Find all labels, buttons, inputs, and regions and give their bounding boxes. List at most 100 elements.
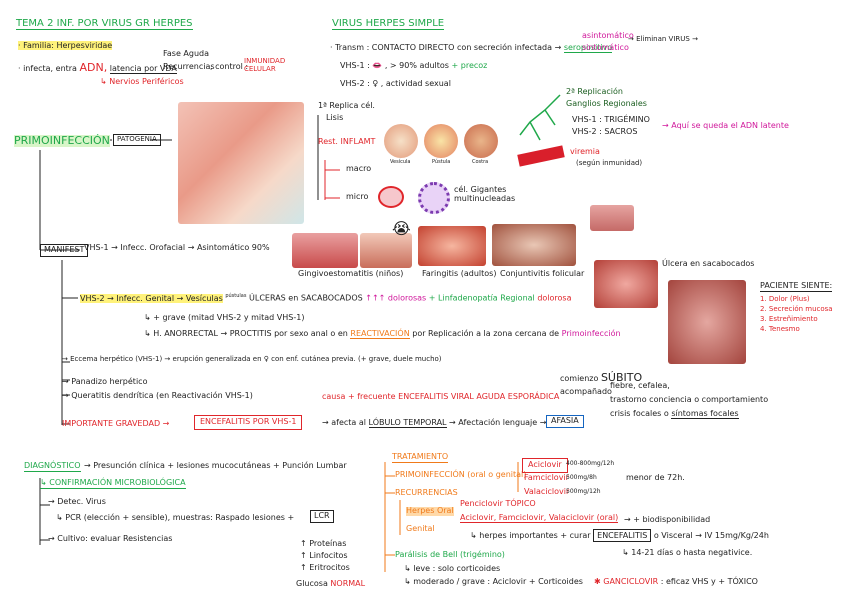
vesicula-label: Vesícula [390, 159, 411, 165]
trastorno-text: trastorno conciencia o comportamiento [610, 395, 769, 404]
asterisk-icon: ✱ [594, 577, 601, 586]
giant-cell-icon [418, 182, 450, 214]
herpes-importantes: ↳ herpes importantes + curar ENCEFALITIS… [470, 529, 769, 542]
glucosa-line: Glucosa NORMAL [296, 579, 366, 588]
aciclovir-dose: 400-800mg/12h [566, 460, 615, 467]
lcr-box: LCR [310, 510, 334, 523]
infecta-line: · infecta, entra ADN, latencia por VDA [18, 61, 177, 74]
anorrectal-line: ↳ H. ANORRECTAL → PROCTITIS por sexo ana… [144, 329, 621, 339]
costra-label: Costra [472, 159, 489, 165]
transmision-line: · Transm : CONTACTO DIRECTO con secreció… [330, 43, 613, 53]
viremia-sub: (según inmunidad) [576, 159, 643, 167]
vhs1-orofacial: VHS-1 → Infecc. Orofacial → Asintomático… [84, 243, 270, 252]
fase-aguda: Fase Aguda [163, 49, 210, 58]
pcr-line: ↳ PCR (elección + sensible), muestras: R… [56, 513, 295, 522]
aciclovir-box: Aciclovir [522, 458, 568, 473]
cel-gigantes: cél. Gigantes multinucleadas [454, 185, 516, 203]
famciclovir: Famciclovir [524, 473, 569, 482]
lips-icon: 👄 [372, 61, 383, 70]
detec-virus: → Detec. Virus [48, 497, 106, 506]
trat-primo: PRIMOINFECCIÓN (oral o genital) [395, 470, 527, 479]
replica-cel: 1ª Replica cél. [318, 101, 375, 110]
grave-text: ↳ + grave (mitad VHS-2 y mitad VHS-1) [144, 313, 305, 322]
panadizo: → Panadizo herpético [62, 377, 148, 386]
tratamiento-label: TRATAMIENTO [392, 452, 449, 463]
conjuntivitis-image [492, 224, 576, 266]
primoinfeccion-label: PRIMOINFECCIÓN [14, 134, 110, 148]
sintoma-4: 4. Tenesmo [760, 325, 800, 333]
vesicula-image [384, 124, 418, 158]
diagnostico-label: DIAGNÓSTICO [24, 461, 81, 472]
linfocitos: ↑ Linfocitos [300, 551, 348, 560]
viremia-text: viremia [570, 147, 600, 156]
famciclovir-dose: 500mg/8h [566, 474, 597, 481]
queratitis: → Queratitis dendrítica (en Reactivación… [62, 391, 253, 400]
eccema-line: → Eccema herpético (VHS-1) → erupción ge… [62, 355, 442, 363]
herpes-oral: Herpes Oral [406, 506, 454, 516]
ulcer-oral-image [594, 260, 658, 308]
uterus-icon: ♀ [372, 79, 379, 88]
importante-gravedad: IMPORTANTE GRAVEDAD → [62, 419, 170, 428]
eliminan-virus: → Eliminan VIRUS → [628, 35, 698, 43]
rest-inflam: Rest. INFLAMT [318, 137, 376, 146]
asintomatico: asintomático [582, 31, 634, 40]
biodisponibilidad: → + biodisponibilidad [624, 515, 711, 524]
acompanado-text: acompañado [560, 387, 612, 396]
lisis-text: Lisis [326, 113, 344, 122]
pustula-label: Pústula [432, 159, 451, 165]
vhs1-transm: VHS-1 : 👄 , > 90% adultos + precoz [340, 61, 488, 70]
afasia-box: AFASIA [546, 415, 584, 428]
gingivoestomatitis-image [292, 233, 358, 268]
paciente-siente: PACIENTE SIENTE: [760, 281, 833, 292]
segunda-replicacion: 2ª Replicación [566, 87, 623, 96]
person-icon: ♀ [263, 355, 269, 363]
cultivo-text: → Cultivo: evaluar Resistencias [48, 534, 173, 543]
vhs1-trigemino: VHS-1 : TRIGÉMINO [572, 115, 650, 124]
proteinas: ↑ Proteínas [300, 539, 347, 548]
sintoma-3: 3. Estreñimiento [760, 315, 818, 323]
acic-oral: Aciclovir, Famciclovir, Valaciclovir (or… [460, 513, 619, 523]
pustula-image [424, 124, 458, 158]
vhs2-genital: VHS-2 → Infecc. Genital → Vesículas púst… [80, 293, 572, 303]
ganglios-regionales: Ganglios Regionales [566, 99, 647, 108]
genital-text: Genital [406, 524, 435, 533]
conjuntivitis-label: Conjuntivitis folicular [500, 269, 585, 278]
afecta-line: → afecta al LÓBULO TEMPORAL → Afectación… [322, 418, 547, 428]
inmunidad-celular: INMUNIDAD CELULAR [244, 57, 286, 73]
comienzo-text: comienzo SÚBITO [560, 371, 643, 384]
vhs2-transm: VHS-2 : ♀ , actividad sexual [340, 79, 451, 88]
macro-text: macro [346, 164, 372, 173]
control-text: , control : [210, 62, 249, 71]
trat-recurrencias: RECURRENCIAS [395, 488, 458, 497]
confirmacion-micro: ↳ CONFIRMACIÓN MICROBIOLÓGICA [40, 478, 186, 489]
familia-text: · Familia: Herpesviridae [18, 41, 113, 50]
causa-encefalitis: causa + frecuente ENCEFALITIS VIRAL AGUD… [322, 392, 560, 401]
costra-image [464, 124, 498, 158]
skin-pathology-image [178, 102, 304, 224]
bell-moderado: ↳ moderado / grave : Aciclovir + Cortico… [404, 577, 583, 586]
ganciclovir-line: ✱ GANCICLOVIR : eficaz VHS y + TÓXICO [594, 577, 758, 586]
faringitis-image [418, 226, 486, 266]
fiebre-text: fiebre, cefalea, [610, 381, 670, 390]
valaciclovir: Valaciclovir [524, 487, 570, 496]
virus-title: VIRUS HERPES SIMPLE [332, 18, 445, 30]
valaciclovir-dose: 500mg/12h [566, 488, 601, 495]
sintomatico: sintomático [582, 43, 629, 52]
penciclovir: Penciclovir TÓPICO [460, 499, 536, 508]
sintoma-1: 1. Dolor (Plus) [760, 295, 810, 303]
micro-text: micro [346, 192, 369, 201]
ulcera-label: Úlcera en sacabocados [662, 259, 755, 268]
manifest-box: MANIFEST [40, 244, 89, 257]
encefalitis-box: ENCEFALITIS POR VHS-1 [194, 415, 303, 430]
adn-latente: → Aquí se queda el ADN latente [662, 121, 789, 130]
eritrocitos: ↑ Eritrocitos [300, 563, 350, 572]
teeth-image [360, 233, 412, 268]
patogenia-box: PATOGENIA [113, 134, 161, 146]
crying-face-icon: 😭 [392, 219, 411, 238]
paralisis-bell: Parálisis de Bell (trigémino) [395, 550, 505, 559]
cell-icon [378, 186, 404, 208]
menor-72h: menor de 72h. [626, 473, 685, 482]
vhs2-sacros: VHS-2 : SACROS [572, 127, 638, 136]
ging-label: Gingivoestomatitis (niños) [298, 269, 404, 278]
